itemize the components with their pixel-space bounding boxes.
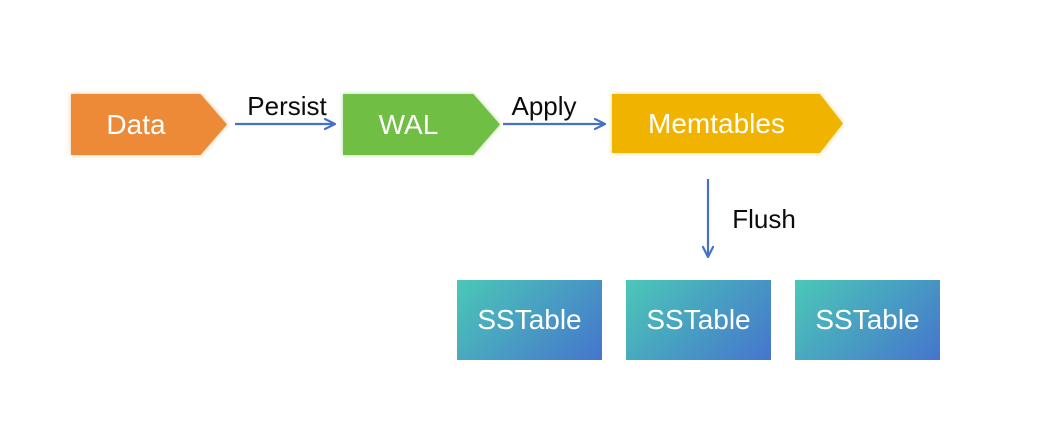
flush-edge-label: Flush: [732, 204, 796, 234]
node-sstable-2-label: SSTable: [646, 304, 751, 335]
node-wal-shape: WAL: [343, 94, 500, 155]
node-wal-label: WAL: [378, 108, 439, 140]
node-sstable-3: SSTable: [795, 280, 940, 360]
node-sstable-3-label: SSTable: [815, 304, 920, 335]
node-memtables-label: Memtables: [648, 107, 785, 139]
node-sstable-1: SSTable: [457, 280, 602, 360]
node-memtables: Memtables: [612, 94, 843, 153]
node-sstable-2: SSTable: [626, 280, 771, 360]
apply-edge-label: Apply: [511, 91, 577, 121]
persist-edge-label: Persist: [247, 91, 327, 121]
node-sstable-1-label: SSTable: [477, 304, 582, 335]
node-data-label: Data: [106, 108, 166, 140]
node-data-shape: Data: [71, 94, 227, 155]
node-wal: WAL: [343, 94, 500, 155]
node-memtables-shape: Memtables: [612, 94, 843, 153]
node-data: Data: [71, 94, 227, 155]
